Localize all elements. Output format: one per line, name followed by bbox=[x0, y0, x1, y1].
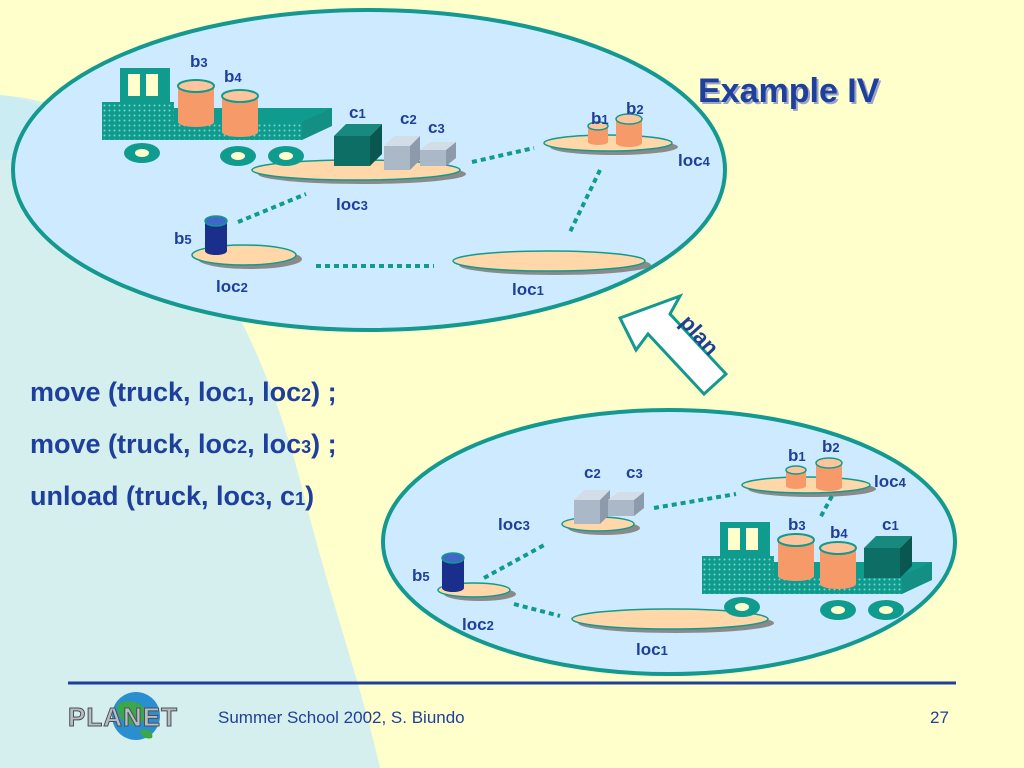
label-b2: b2 bbox=[626, 99, 644, 118]
barrel-b1-icon bbox=[785, 465, 807, 490]
barrel-b5-icon bbox=[441, 552, 465, 593]
label-loc1: loc1 bbox=[636, 640, 668, 659]
label-loc2: loc2 bbox=[462, 615, 494, 634]
loc1-pad bbox=[571, 608, 769, 630]
container-c1-icon bbox=[334, 124, 382, 166]
label-b4: b4 bbox=[224, 67, 242, 86]
label-b3: b3 bbox=[788, 515, 806, 534]
label-loc1: loc1 bbox=[512, 280, 544, 299]
bottom-state-ellipse bbox=[381, 408, 957, 676]
planet-logo: PLANET bbox=[68, 692, 178, 740]
plan-steps: move (truck, loc1, loc2) ; move (truck, … bbox=[30, 368, 337, 524]
footer-credit: Summer School 2002, S. Biundo bbox=[218, 708, 465, 727]
label-c1: c1 bbox=[882, 515, 899, 534]
loc1-pad bbox=[452, 250, 646, 272]
top-state-diagram: b3 b4 c1 c2 c3 b1 b2 loc4 loc3 b5 loc2 l… bbox=[11, 8, 727, 332]
label-b5: b5 bbox=[174, 229, 192, 248]
barrel-b5-icon bbox=[204, 215, 228, 256]
label-c3: c3 bbox=[428, 118, 445, 137]
label-loc2: loc2 bbox=[216, 277, 248, 296]
barrel-b3-icon bbox=[177, 79, 215, 128]
label-b4: b4 bbox=[830, 523, 848, 542]
label-loc4: loc4 bbox=[874, 472, 907, 491]
plan-arrow: plan bbox=[617, 293, 729, 397]
bottom-state-diagram: b1 b2 c2 c3 loc4 loc3 b3 b4 c1 b5 loc2 l… bbox=[381, 408, 957, 676]
label-c2: c2 bbox=[584, 463, 601, 482]
label-b3: b3 bbox=[190, 52, 208, 71]
label-loc3: loc3 bbox=[336, 195, 368, 214]
barrel-b3-icon bbox=[777, 533, 815, 582]
label-c2: c2 bbox=[400, 109, 417, 128]
container-c2-icon bbox=[574, 490, 610, 524]
road-loc3-loc4 bbox=[471, 146, 535, 164]
label-b1: b1 bbox=[591, 109, 609, 128]
page-number: 27 bbox=[930, 708, 949, 727]
barrel-b2-icon bbox=[815, 457, 843, 492]
label-b2: b2 bbox=[822, 437, 840, 456]
label-c1: c1 bbox=[349, 103, 366, 122]
label-c3: c3 bbox=[626, 463, 643, 482]
plan-step-3: unload (truck, loc3, c1) bbox=[30, 481, 315, 511]
road-loc2-loc3 bbox=[237, 192, 307, 224]
slide-title: Example IV bbox=[698, 72, 880, 110]
road-loc4-loc1 bbox=[568, 169, 602, 233]
planet-logo-text: PLANET bbox=[68, 702, 178, 732]
label-loc3: loc3 bbox=[498, 515, 530, 534]
barrel-b4-icon bbox=[221, 89, 259, 138]
label-b5: b5 bbox=[412, 566, 430, 585]
label-loc4: loc4 bbox=[678, 151, 711, 170]
barrel-b4-icon bbox=[819, 541, 857, 590]
container-c1-icon bbox=[864, 536, 912, 578]
label-b1: b1 bbox=[788, 446, 806, 465]
barrel-b2-icon bbox=[615, 113, 643, 148]
container-c2-icon bbox=[384, 136, 420, 170]
plan-step-1: move (truck, loc1, loc2) ; bbox=[30, 377, 337, 407]
plan-step-2: move (truck, loc2, loc3) ; bbox=[30, 429, 337, 459]
